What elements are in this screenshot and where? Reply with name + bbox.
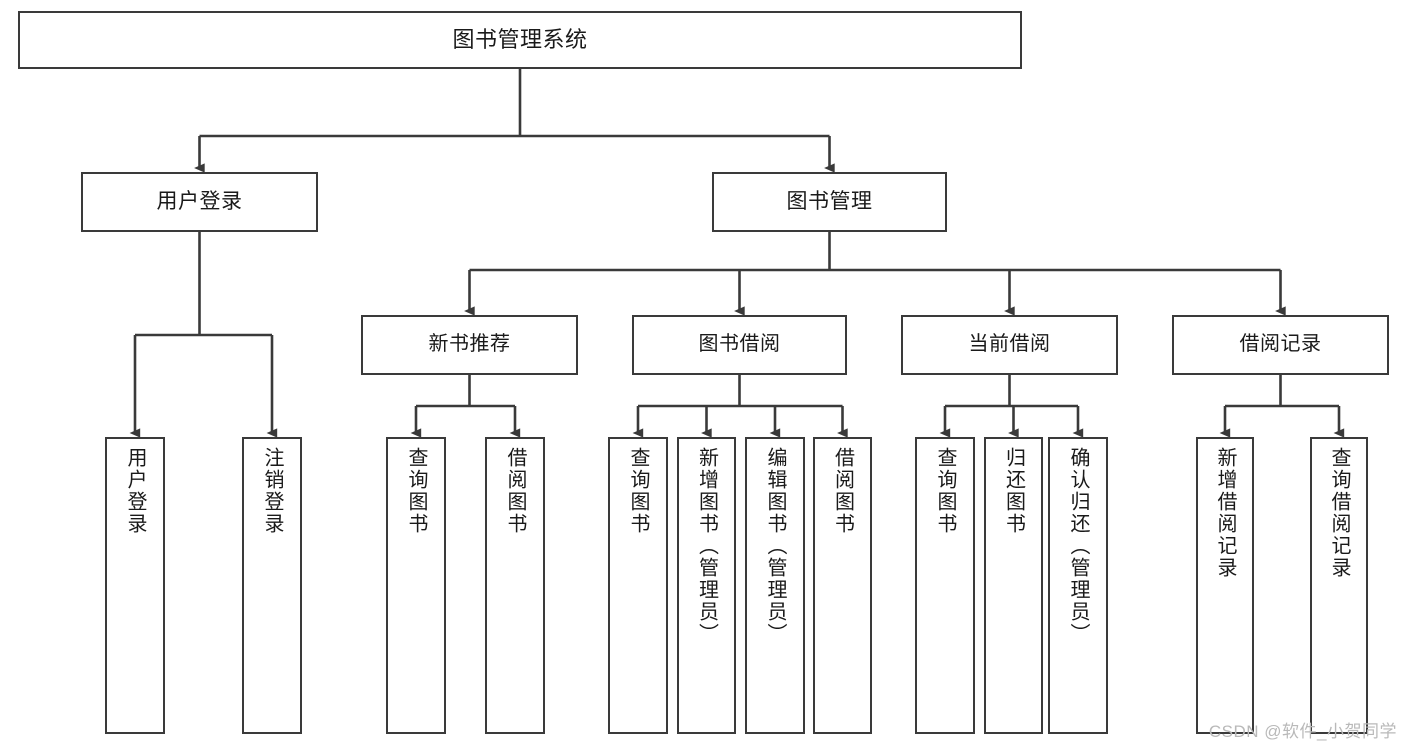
- node-recommend-query-book[interactable]: 查询图书: [386, 437, 446, 734]
- node-label: 用户登录: [156, 189, 243, 213]
- node-record-add[interactable]: 新增借阅记录: [1196, 437, 1254, 734]
- node-label: 新增借阅记录: [1214, 447, 1236, 579]
- node-label: 查询图书: [934, 447, 956, 535]
- node-current-confirm-return[interactable]: 确认归还（管理员）: [1048, 437, 1108, 734]
- watermark: CSDN @软件_小贺同学: [1208, 722, 1397, 741]
- node-label: 编辑图书（管理员）: [764, 447, 786, 645]
- node-borrow-record[interactable]: 借阅记录: [1172, 315, 1389, 375]
- node-label: 借阅图书: [831, 447, 854, 535]
- node-label: 图书借阅: [698, 333, 781, 356]
- node-label: 确认归还（管理员）: [1067, 447, 1089, 645]
- node-borrow-query-book[interactable]: 查询图书: [608, 437, 668, 734]
- node-borrow-borrow-book[interactable]: 借阅图书: [813, 437, 872, 734]
- node-label: 注销登录: [261, 447, 283, 535]
- node-current-borrow[interactable]: 当前借阅: [901, 315, 1118, 375]
- node-label: 借阅图书: [504, 447, 526, 535]
- node-label: 查询图书: [627, 447, 649, 535]
- node-current-return-book[interactable]: 归还图书: [984, 437, 1043, 734]
- node-root[interactable]: 图书管理系统: [18, 11, 1022, 69]
- node-label: 归还图书: [1002, 447, 1025, 535]
- node-label: 查询借阅记录: [1328, 447, 1350, 579]
- node-user-login-do[interactable]: 用户登录: [105, 437, 165, 734]
- node-new-book-recommend[interactable]: 新书推荐: [361, 315, 578, 375]
- node-record-query[interactable]: 查询借阅记录: [1310, 437, 1368, 734]
- node-label: 查询图书: [405, 447, 427, 535]
- node-label: 图书管理系统: [452, 27, 588, 53]
- node-label: 新增图书（管理员）: [695, 447, 718, 645]
- node-borrow-add-book[interactable]: 新增图书（管理员）: [677, 437, 736, 734]
- node-label: 当前借阅: [968, 333, 1051, 356]
- node-user-login[interactable]: 用户登录: [81, 172, 318, 232]
- node-current-query-book[interactable]: 查询图书: [915, 437, 975, 734]
- node-label: 借阅记录: [1239, 333, 1322, 356]
- node-label: 图书管理: [786, 189, 873, 213]
- node-book-borrow[interactable]: 图书借阅: [632, 315, 847, 375]
- node-label: 新书推荐: [428, 333, 511, 356]
- node-user-logout[interactable]: 注销登录: [242, 437, 302, 734]
- node-book-manage[interactable]: 图书管理: [712, 172, 947, 232]
- node-recommend-borrow-book[interactable]: 借阅图书: [485, 437, 545, 734]
- node-borrow-edit-book[interactable]: 编辑图书（管理员）: [745, 437, 805, 734]
- node-label: 用户登录: [124, 447, 146, 535]
